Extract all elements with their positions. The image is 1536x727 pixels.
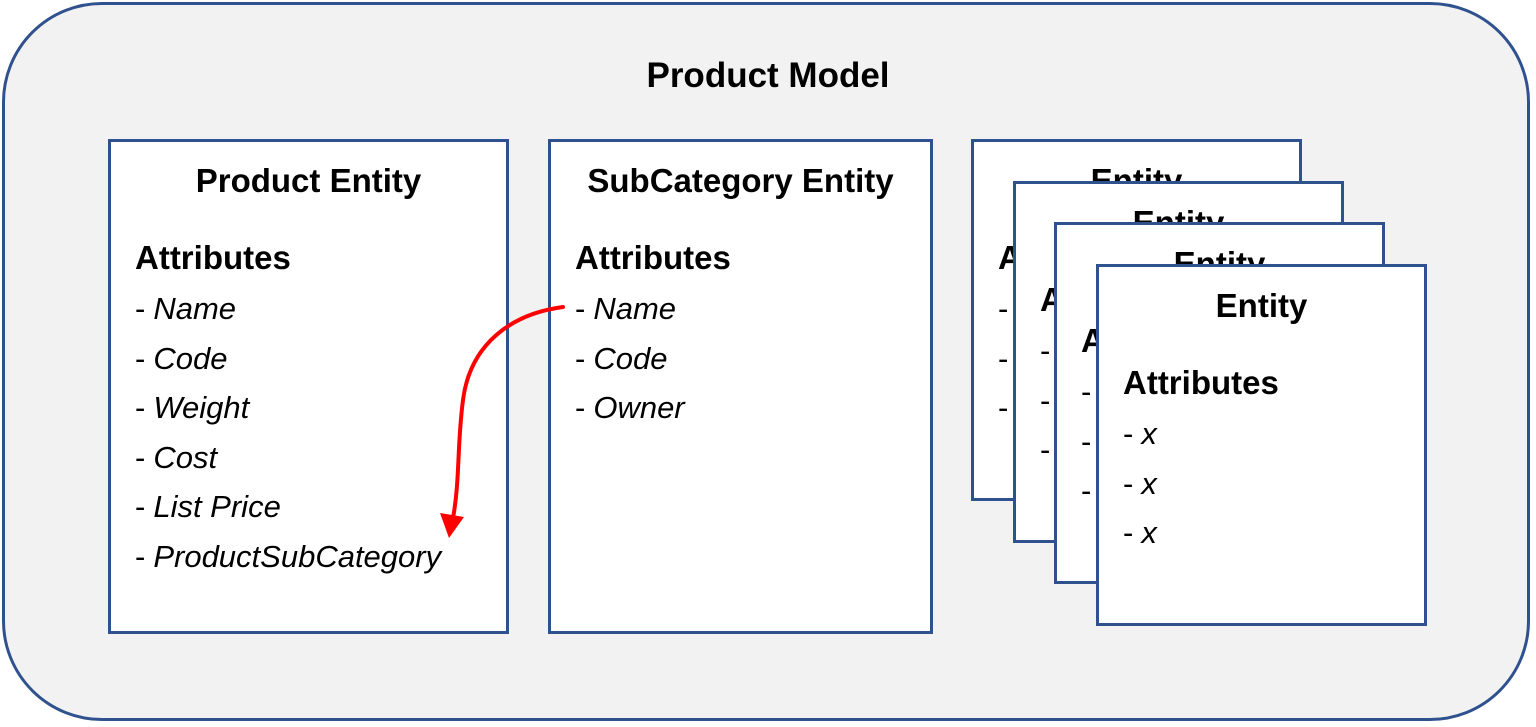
attribute-item: -Cost bbox=[135, 439, 218, 475]
generic-entity-box-front: Entity Attributes -x -x -x bbox=[1096, 264, 1427, 626]
subcategory-entity-title: SubCategory Entity bbox=[587, 162, 894, 199]
model-title: Product Model bbox=[646, 56, 890, 95]
attribute-item: -Name bbox=[575, 291, 677, 326]
product-entity-box: Product Entity Attributes -Name -Code -W… bbox=[108, 139, 509, 634]
attribute-item: -Name bbox=[135, 291, 237, 326]
attribute-item: -Code bbox=[575, 340, 668, 376]
subcategory-entity-box: SubCategory Entity Attributes -Name -Cod… bbox=[548, 139, 933, 634]
entity-title: Entity bbox=[1215, 287, 1308, 324]
product-attribute-list: -Name -Code -Weight -Cost -List Price -P… bbox=[135, 284, 441, 581]
attribute-item: -x bbox=[1123, 465, 1157, 501]
attribute-item: -Owner bbox=[575, 390, 685, 425]
attribute-item: -Code bbox=[135, 340, 228, 376]
attribute-item: -x bbox=[1123, 515, 1157, 550]
product-attributes-heading: Attributes bbox=[135, 239, 291, 276]
subcategory-attribute-list: -Name -Code -Owner bbox=[575, 284, 685, 433]
attribute-item: -ProductSubCategory bbox=[135, 538, 442, 574]
entity-attribute-list: -x -x -x bbox=[1123, 409, 1157, 558]
product-entity-title: Product Entity bbox=[195, 162, 422, 199]
attribute-item: -Weight bbox=[135, 390, 250, 425]
entity-attributes-heading: Attributes bbox=[1123, 364, 1279, 401]
subcategory-attributes-heading: Attributes bbox=[575, 239, 731, 276]
attribute-item: -x bbox=[1123, 416, 1157, 451]
attribute-item: -List Price bbox=[135, 489, 281, 524]
